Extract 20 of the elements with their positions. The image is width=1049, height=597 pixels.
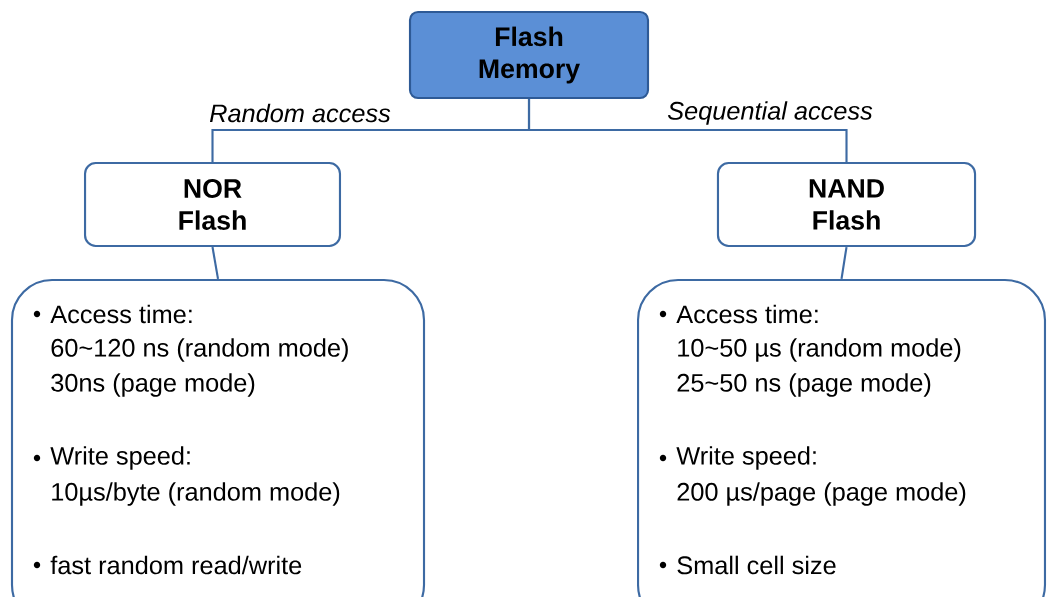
detail-text: Write speed:	[676, 446, 816, 470]
detail-text: Small cell size	[677, 555, 836, 575]
detail-text: Write speed:	[50, 446, 190, 470]
detail-text: 10~50 µs (random mode)	[678, 338, 961, 362]
edge-label: Random access	[207, 102, 393, 124]
connector-line	[211, 246, 220, 280]
detail-text: 30ns (page mode)	[51, 373, 255, 397]
category-box: NOR Flash	[83, 161, 342, 248]
root-box: Flash Memory	[408, 10, 650, 100]
detail-text: 60~120 ns (random mode)	[51, 338, 348, 362]
edge-label: Sequential access	[665, 99, 875, 127]
connector-line	[527, 99, 848, 162]
detail-text: 200 µs/page (page mode)	[677, 482, 966, 506]
detail-text: 25~50 ns (page mode)	[677, 373, 931, 397]
detail-text: Access time:	[676, 304, 818, 324]
detail-text: 10µs/byte (random mode)	[52, 482, 340, 506]
detail-text: Access time:	[50, 304, 192, 324]
connector-line	[840, 246, 848, 280]
detail-text: fast random read/write	[50, 555, 302, 575]
category-box: NAND Flash	[716, 161, 977, 248]
